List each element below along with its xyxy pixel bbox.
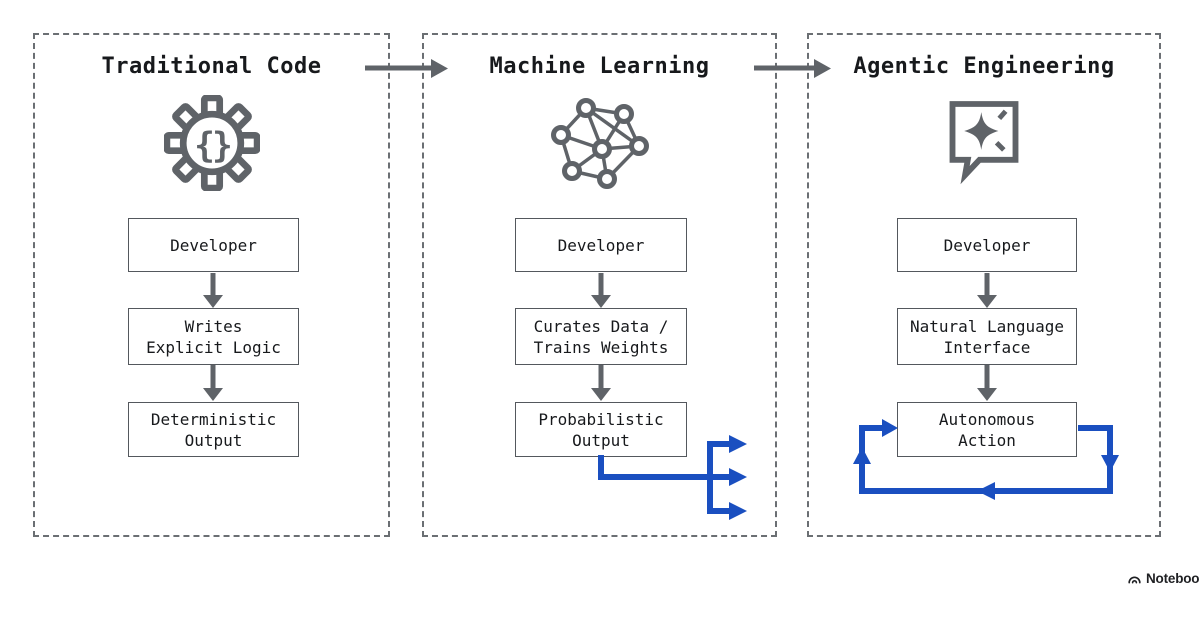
brand-label: NotebookLM — [1146, 571, 1200, 586]
panel-title: Machine Learning — [489, 54, 710, 79]
panel-machine-learning: Machine Learning — [422, 33, 777, 537]
notebooklm-icon — [1128, 576, 1141, 583]
box-curates-data-trains-weights: Curates Data / Trains Weights — [515, 308, 687, 365]
box-deterministic-output: Deterministic Output — [128, 402, 299, 457]
svg-text:{}: {} — [194, 126, 230, 166]
neural-network-icon — [424, 95, 775, 195]
sparkle-chat-icon — [809, 95, 1159, 185]
panel-agentic-engineering: Agentic Engineering Developer Natural La… — [807, 33, 1161, 537]
panel-traditional-code: Traditional Code {} Developer Writes Exp… — [33, 33, 390, 537]
panel-title: Agentic Engineering — [853, 54, 1115, 79]
gear-code-icon: {} — [35, 95, 388, 191]
box-developer: Developer — [897, 218, 1077, 272]
box-developer: Developer — [128, 218, 299, 272]
box-natural-language-interface: Natural Language Interface — [897, 308, 1077, 365]
box-writes-explicit-logic: Writes Explicit Logic — [128, 308, 299, 365]
box-developer: Developer — [515, 218, 687, 272]
box-probabilistic-output: Probabilistic Output — [515, 402, 687, 457]
panel-title: Traditional Code — [101, 54, 322, 79]
box-autonomous-action: Autonomous Action — [897, 402, 1077, 457]
brand-mark: NotebookLM — [1127, 571, 1200, 587]
